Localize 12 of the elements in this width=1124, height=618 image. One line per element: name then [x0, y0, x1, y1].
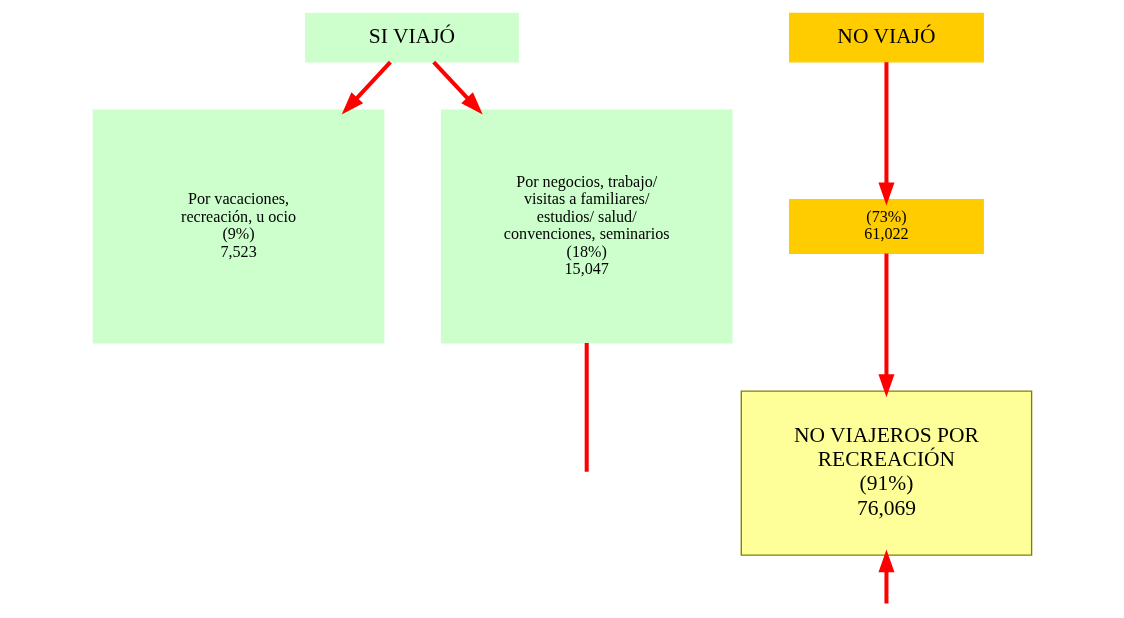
- arrow: [431, 60, 483, 115]
- node-box: NO VIAJÓ: [788, 12, 984, 63]
- node-box: NO VIAJEROS POR RECREACIÓN (91%) 76,069: [740, 390, 1032, 556]
- arrow: [341, 60, 392, 115]
- connector: [584, 343, 589, 472]
- node-box: SI VIAJÓ: [304, 12, 519, 63]
- node-box: (73%) 61,022: [788, 198, 984, 255]
- arrow: [877, 253, 894, 398]
- arrow: [877, 549, 894, 604]
- arrow: [877, 62, 894, 206]
- node-box: Por vacaciones, recreación, u ocio (9%) 7,523: [92, 109, 384, 344]
- node-box: Por negocios, trabajo/ visitas a familiares/ estudios/ salud/ convenciones, seminarios (18%) 15,047: [440, 109, 733, 344]
